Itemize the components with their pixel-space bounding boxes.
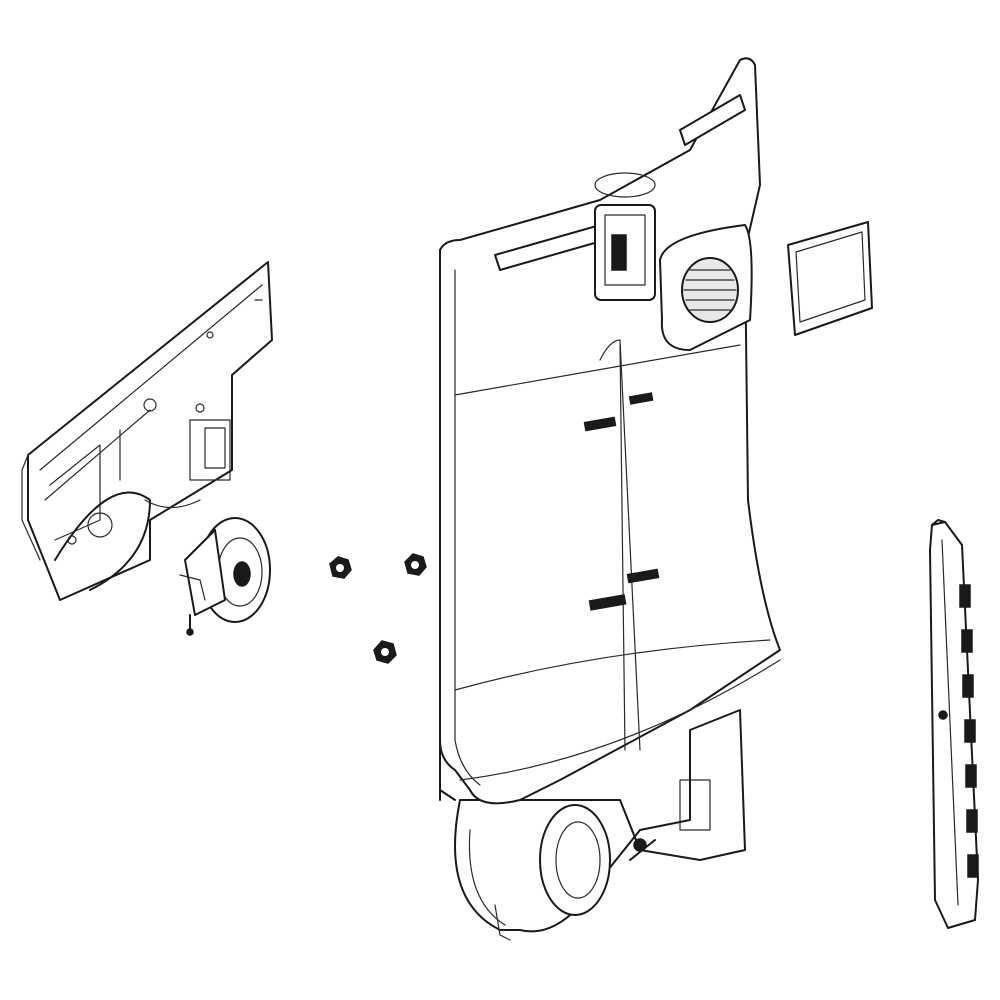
side-rail bbox=[929, 519, 979, 929]
control-board-bracket bbox=[21, 261, 273, 601]
nut-1 bbox=[329, 556, 352, 579]
nut-2 bbox=[404, 553, 427, 576]
evaporator-cover bbox=[439, 57, 781, 941]
nut-3 bbox=[373, 640, 397, 664]
fan-motor bbox=[179, 517, 271, 636]
filter-pad bbox=[787, 221, 873, 336]
